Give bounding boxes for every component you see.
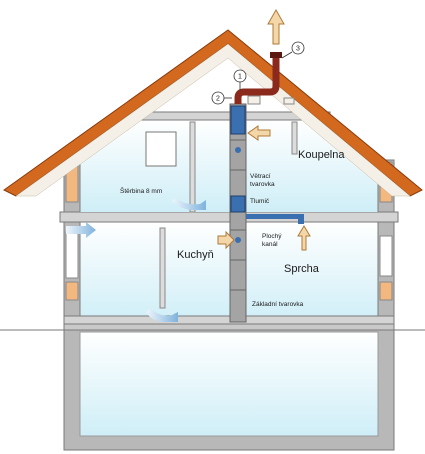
label-plochy-2: kanál	[262, 241, 278, 248]
roof	[3, 29, 423, 197]
label-kuchyn: Kuchyň	[177, 249, 214, 261]
exhaust-duct	[234, 52, 282, 104]
silencer	[230, 195, 246, 213]
arrow-kuchyn	[217, 230, 235, 250]
svg-text:3: 3	[296, 46, 300, 53]
upper-floor-slab	[59, 211, 399, 223]
ventilation-stack	[229, 103, 247, 323]
fresh-air-inlet	[66, 222, 96, 238]
attic-window	[145, 131, 177, 167]
fan-unit	[230, 105, 246, 135]
label-tlumic: Tlumič	[250, 198, 270, 205]
label-zakladni: Základní tvarovka	[252, 301, 304, 308]
intake-lower	[235, 237, 241, 243]
airflow-arrows	[66, 198, 206, 322]
basement	[63, 321, 395, 451]
arrow-koupelna	[247, 125, 271, 141]
airflow-sterbina	[172, 198, 206, 210]
svg-text:2: 2	[216, 96, 220, 103]
intake-upper	[235, 147, 241, 153]
marker-2: 2	[211, 91, 232, 105]
marker-1: 1	[233, 69, 247, 90]
extract-arrows	[217, 125, 311, 251]
label-plochy-1: Plochý	[262, 233, 282, 240]
label-sterbina: Štěrbina 8 mm	[120, 186, 162, 195]
label-koupelna: Koupelna	[298, 149, 345, 161]
exhaust-arrow	[267, 8, 285, 45]
extraction-pipes	[159, 121, 298, 309]
airflow-kitchen	[146, 308, 178, 322]
label-sprcha: Sprcha	[284, 263, 320, 275]
marker-3: 3	[281, 41, 305, 59]
svg-text:1: 1	[238, 74, 242, 81]
flat-duct	[246, 214, 304, 224]
label-vetraci-2: tvarovka	[250, 181, 275, 188]
label-vetraci-1: Větrací	[250, 173, 271, 180]
arrow-sprcha	[297, 225, 311, 251]
